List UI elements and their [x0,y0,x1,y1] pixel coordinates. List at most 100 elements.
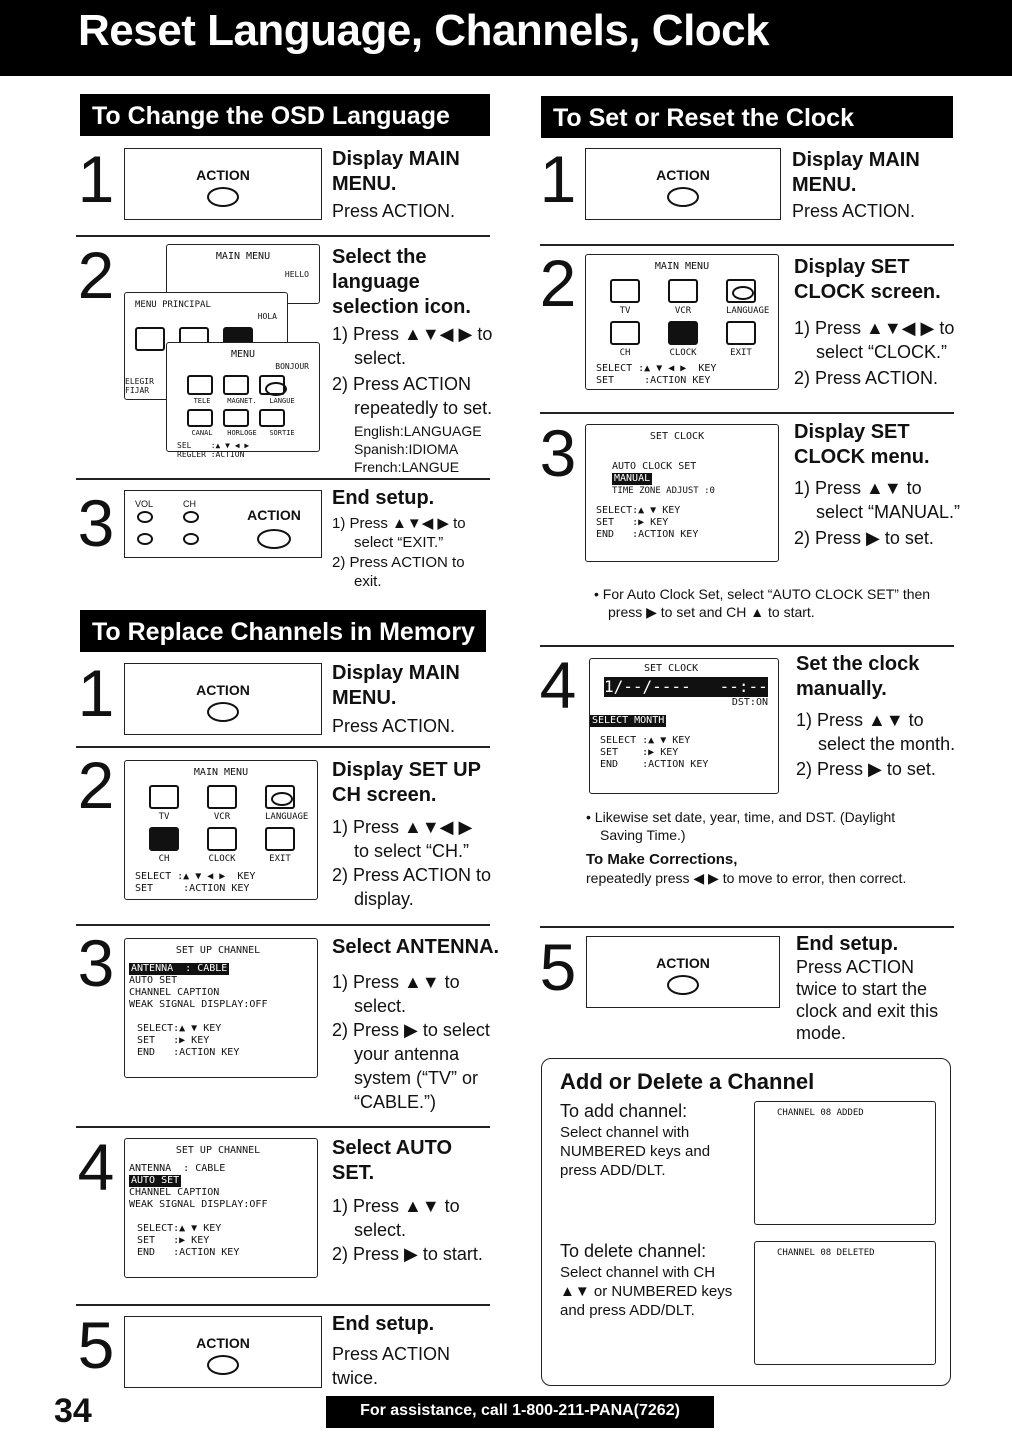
screen-title-fr: MENU [230,349,256,360]
ch-step3-line1: 1) Press ▲▼ to select. [332,972,460,1016]
delete-message: CHANNEL 08 DELETED [777,1248,875,1258]
osd-step1-heading: Display MAIN MENU. [332,148,460,195]
ch-label: CH [183,499,196,509]
screen-title-es: MENU PRINCIPAL [135,300,211,310]
screen-title: MAIN MENU [654,261,710,272]
label-magnet: MAGNET. [227,397,257,405]
clock-step5-action-box: ACTION [586,936,780,1008]
screen-row: CHANNEL CAPTION [129,1187,220,1198]
divider [76,478,490,480]
ch-step2-line2: 2) Press ACTION to display. [332,865,492,909]
screen-select: SELECT :▲ ▼ ◀ ▶ KEY [135,871,256,882]
ch-step3-heading: Select ANTENNA. [332,936,500,958]
osd-step2-line2: 2) Press ACTION repeatedly to set. [332,374,493,418]
screen-date-readout: 1/--/---- --:-- [604,677,768,697]
label-clock: CLOCK [669,348,697,358]
divider [540,926,954,928]
screen-highlight-autoset: AUTO SET [129,1175,182,1187]
screen-set: SET :▶ KEY [137,1035,210,1046]
screen-end: END :ACTION KEY [137,1047,240,1058]
ch-antenna-screen: SET UP CHANNEL ANTENNA : CABLE AUTO SET … [124,938,318,1078]
page-title: Reset Language, Channels, Clock [78,6,770,55]
screen-end: END :ACTION KEY [137,1247,240,1258]
label-ch: CH [619,348,631,358]
divider [76,1126,490,1128]
ch-step4-line1: 1) Press ▲▼ to select. [332,1196,460,1240]
vol-down-icon [137,533,153,545]
osd-step3-line2: 2) Press ACTION to exit. [332,554,465,590]
osd-section-header: To Change the OSD Language [80,94,490,136]
divider [76,1304,490,1306]
screen-select: SELECT:▲ ▼ KEY [137,1223,222,1234]
channel-icon [187,409,213,427]
screen-row: WEAK SIGNAL DISPLAY:OFF [129,1199,268,1210]
osd-step1-action-box: ACTION [124,148,322,220]
screen-fijar: FIJAR [125,386,150,395]
screen-bonjour: BONJOUR [275,362,309,371]
osd-step2-line1: 1) Press ▲▼◀ ▶ to select. [332,324,493,368]
clock-step5-number: 5 [539,930,577,1004]
clock-icon [223,409,249,427]
screen-hola: HOLA [257,312,277,321]
action-button-icon [257,529,291,549]
lang-french: French:LANGUE [354,459,460,475]
screen-title: SET CLOCK [644,663,699,674]
clock-icon [668,321,698,345]
ch-step3-line2: 2) Press ▶ to select your antenna system… [332,1020,490,1112]
ch-step1-number: 1 [77,656,115,730]
screen-row: AUTO SET [129,975,178,986]
osd-step1-text: Press ACTION. [332,201,456,221]
divider [540,244,954,246]
label-sortie: SORTIE [269,429,295,437]
tv-icon [187,375,213,395]
vcr-icon [223,375,249,395]
screen-regler: REGLER :ACTION [177,450,245,459]
label-exit: EXIT [730,348,752,358]
action-button-icon [667,187,699,207]
screen-highlight-month: SELECT MONTH [590,715,667,727]
divider [540,412,954,414]
title-bar: Reset Language, Channels, Clock [0,0,1012,76]
screen-hello: HELLO [284,270,309,279]
ch-step2-heading: Display SET UP CH screen. [332,759,481,806]
screen-select: SELECT:▲ ▼ KEY [137,1023,222,1034]
action-label: ACTION [196,682,250,698]
action-label: ACTION [656,955,710,971]
clock-step2-line1: 1) Press ▲▼◀ ▶ to select “CLOCK.” [794,318,955,362]
clock-step1-heading: Display MAIN MENU. [792,149,920,196]
screen-set: SET :▶ KEY [596,517,669,528]
channel-icon [149,827,179,851]
language-icon [265,785,295,809]
clock-step5-text: Press ACTION twice to start the clock an… [796,957,939,1043]
label-language: LANGUAGE [265,812,309,822]
label-exit: EXIT [269,854,291,864]
ch-step5-action-box: ACTION [124,1316,322,1388]
clock-manual-screen: SET CLOCK 1/--/---- --:-- DST:ON SELECT … [589,658,779,794]
label-horloge: HORLOGE [227,429,257,437]
clock-section-header: To Set or Reset the Clock [541,96,953,138]
screen-title: MAIN MENU [193,767,249,778]
clock-set-menu-screen: SET CLOCK AUTO CLOCK SET MANUAL TIME ZON… [585,424,779,562]
vol-label: VOL [135,499,154,509]
screen-set: SET :▶ KEY [137,1235,210,1246]
tv-icon [135,327,165,351]
clock-step3-heading: Display SET CLOCK menu. [794,421,930,468]
delete-heading: To delete channel: [560,1241,707,1261]
ch-step3-number: 3 [77,926,115,1000]
divider [76,746,490,748]
delete-message-screen: CHANNEL 08 DELETED [754,1241,936,1365]
screen-highlight-antenna: ANTENNA : CABLE [129,963,230,975]
screen-title: MAIN MENU [215,251,271,262]
ch-autoset-screen: SET UP CHANNEL ANTENNA : CABLE AUTO SET … [124,1138,318,1278]
clock-step3-line1: 1) Press ▲▼ to select “MANUAL.” [794,478,961,522]
screen-highlight-manual: MANUAL [612,473,653,485]
screen-end: END :ACTION KEY [596,529,699,540]
ch-step2-line1: 1) Press ▲▼◀ ▶ to select “CH.” [332,817,473,861]
vcr-icon [207,785,237,809]
ch-section-header: To Replace Channels in Memory [80,610,486,652]
add-text: Select channel with NUMBERED keys and pr… [560,1124,711,1179]
clock-step4-number: 4 [539,648,577,722]
